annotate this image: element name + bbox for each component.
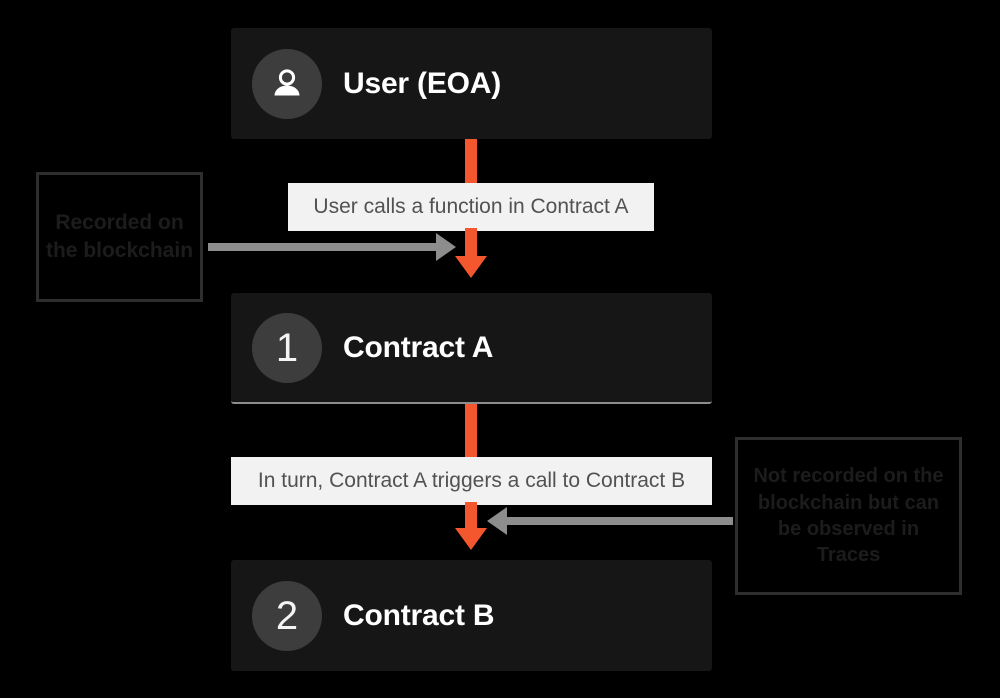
flow-arrow-segment-label-to-contract-b <box>465 502 477 530</box>
annotation-recorded-on-blockchain: Recorded on the blockchain <box>36 172 203 302</box>
annotation-pointer-line-right <box>505 517 733 525</box>
annotation-pointer-line-left <box>208 243 440 251</box>
node-user-eoa[interactable]: User (EOA) <box>231 28 712 139</box>
annotation-not-recorded-on-blockchain: Not recorded on the blockchain but can b… <box>735 437 962 595</box>
annotation-pointer-arrowhead-right <box>487 507 507 535</box>
node-label: Contract B <box>343 598 495 632</box>
flow-arrow-segment-user-to-label <box>465 139 477 187</box>
edge-label-contract-a-triggers-contract-b: In turn, Contract A triggers a call to C… <box>231 457 712 505</box>
flow-arrowhead-to-contract-b <box>455 528 487 550</box>
edge-label-user-calls-contract-a: User calls a function in Contract A <box>288 183 654 231</box>
step-number-badge: 2 <box>252 580 322 651</box>
node-contract-a[interactable]: 1 Contract A <box>231 293 712 404</box>
flow-arrow-segment-contract-a-to-label <box>465 404 477 459</box>
annotation-pointer-arrowhead-left <box>436 233 456 261</box>
flow-arrowhead-to-contract-a <box>455 256 487 278</box>
node-contract-b[interactable]: 2 Contract B <box>231 560 712 671</box>
person-icon <box>252 48 322 119</box>
node-label: User (EOA) <box>343 66 502 100</box>
step-number-badge: 1 <box>252 312 322 383</box>
flow-arrow-segment-label-to-contract-a <box>465 228 477 258</box>
node-label: Contract A <box>343 330 494 364</box>
